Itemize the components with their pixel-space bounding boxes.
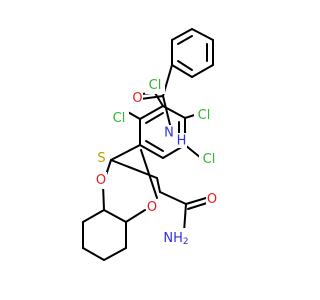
bond-co [185,197,207,205]
atom-cl-left: Cl [109,110,129,127]
bond-inner [177,60,193,71]
bond [139,105,164,120]
bond [103,209,127,223]
svg-text:Cl: Cl [203,152,216,167]
svg-text:Cl: Cl [113,111,126,126]
bond-cn [183,203,187,233]
atom-o-carbonyl: O [132,90,143,107]
bond-inner [177,35,193,45]
atom-o-carboxamide: O [206,191,218,208]
atom-n-amide: N H [163,125,187,149]
bond [171,64,193,78]
svg-text:O: O [147,200,157,215]
svg-text:Cl: Cl [149,78,162,93]
bond [103,247,127,261]
bond [171,28,193,41]
bond [140,149,158,199]
atom-o-ether-right: O [146,199,158,216]
bond-inner [145,140,164,152]
atom-cl-mid-right: Cl [199,151,219,168]
bond-co-2 [187,202,208,210]
phenyl-ring [171,28,214,78]
bond [82,247,105,261]
bond [125,209,146,223]
atom-cl-right: Cl [194,107,214,124]
svg-text:S: S [97,151,105,166]
bond [162,105,186,119]
bond [156,177,161,193]
svg-text:O: O [207,192,217,207]
svg-text:Cl: Cl [198,108,211,123]
bond [110,144,141,161]
bond [159,191,187,205]
structure-drawing: Cl O Cl Cl N H Cl S O O O NH2 [82,28,219,261]
bond [154,92,164,107]
svg-text:N: N [164,126,174,141]
bond [139,144,164,159]
bond [191,28,214,41]
bond-cl [184,144,202,159]
cyclohexane-ring [82,183,146,261]
bond [191,64,214,78]
atom-o-ether-left: O [95,172,107,189]
bond-carbonyl [140,95,164,100]
atom-nh2: NH2 [162,228,192,247]
molecule-canvas: Cl O Cl Cl N H Cl S O O O NH2 [82,28,219,261]
svg-text:O: O [96,173,106,188]
bond [82,209,105,223]
svg-text:O: O [132,91,142,106]
svg-text:NH2: NH2 [163,231,188,248]
svg-text:H: H [177,134,187,149]
atom-cl-top: Cl [145,77,165,94]
bond-inner [145,112,164,124]
atom-s-thio: S [96,150,107,167]
